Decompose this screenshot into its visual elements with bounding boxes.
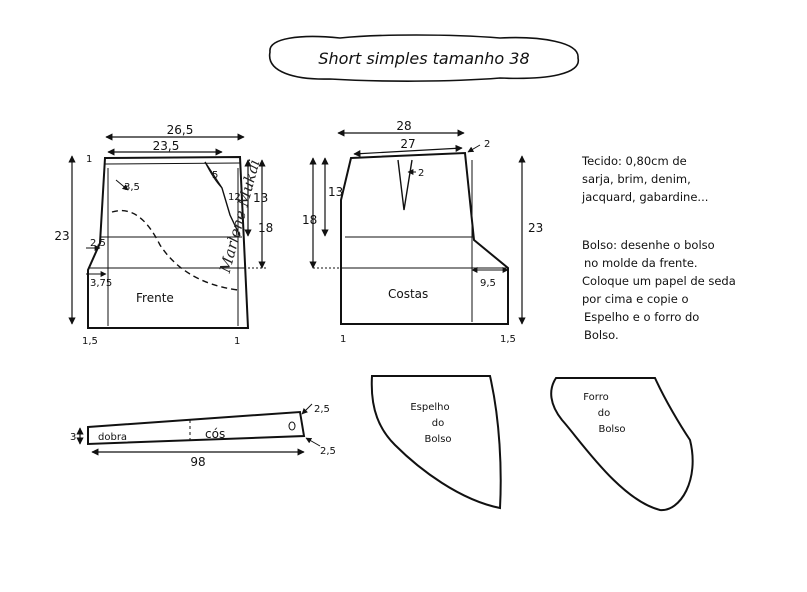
note-line: Tecido: 0,80cm de [582,154,687,168]
back-bottom-left: 1 [340,334,346,345]
note-line: jacquard, gabardine... [582,190,709,204]
front-top-left: 1 [86,154,92,165]
note-line: sarja, brim, denim, [582,172,691,186]
front-labels: 26,5 23,5 23 13 18 5 12 1 3,5 2,5 3,75 F… [54,123,273,347]
front-height-lower: 18 [258,221,273,235]
pocket-lining-piece: Forro do Bolso [550,377,694,512]
note-line: Coloque um papel de seda [582,274,736,288]
espelho-line-2: do [432,418,444,429]
waistband-piece [76,403,321,456]
note-line: Espelho e o forro do [584,310,700,324]
back-width-top: 28 [396,119,411,133]
front-width-mid: 23,5 [153,139,180,153]
note-line: por cima e copie o [582,292,689,306]
waistband-dobra: dobra [98,432,127,443]
back-bottom-right: 1,5 [500,334,516,345]
forro-line-1: Forro [583,392,608,403]
front-bottom-right: 1 [234,336,240,347]
forro-line-2: do [598,408,610,419]
note-line: Bolso. [584,328,619,342]
back-height-right: 23 [528,221,543,235]
espelho-line-1: Espelho [410,402,449,413]
espelho-line-3: Bolso [424,434,451,445]
front-pocket-a: 5 [212,170,218,181]
title-cloud: Short simples tamanho 38 [268,34,579,82]
back-height-upper: 13 [328,185,343,199]
page-title: Short simples tamanho 38 [318,49,529,68]
back-crotch: 9,5 [480,278,496,289]
note-line: Bolso: desenhe o bolso [582,238,715,252]
waistband-height: 3 [70,432,76,443]
front-left-small2: 3,75 [90,278,112,289]
waistband-end-top: 2,5 [314,404,330,415]
waistband-end-bottom: 2,5 [320,446,336,457]
back-labels: 28 27 2 2 13 18 23 9,5 Costas 1 1,5 [302,119,543,345]
front-bottom-left: 1,5 [82,336,98,347]
waistband-length: 98 [190,455,205,469]
forro-line-3: Bolso [598,424,625,435]
front-pocket-b: 12 [228,192,241,203]
back-dart: 2 [418,168,424,179]
waistband-cos: cós [205,427,225,441]
note-line: no molde da frente. [584,256,698,270]
pocket-facing-piece: Espelho do Bolso [370,375,502,510]
front-height-upper: 13 [253,191,268,205]
front-left-small: 2,5 [90,238,106,249]
waistband-labels: dobra cós 3 98 2,5 2,5 [70,404,336,469]
front-piece [68,133,266,329]
back-label: Costas [388,287,428,301]
back-height-lower: 18 [302,213,317,227]
back-top-right: 2 [484,139,490,150]
front-label: Frente [136,291,174,305]
front-width-top: 26,5 [167,123,194,137]
back-piece [309,129,526,325]
front-height-left: 23 [54,229,69,243]
back-width-mid: 27 [400,137,415,151]
front-dart: 3,5 [124,182,140,193]
